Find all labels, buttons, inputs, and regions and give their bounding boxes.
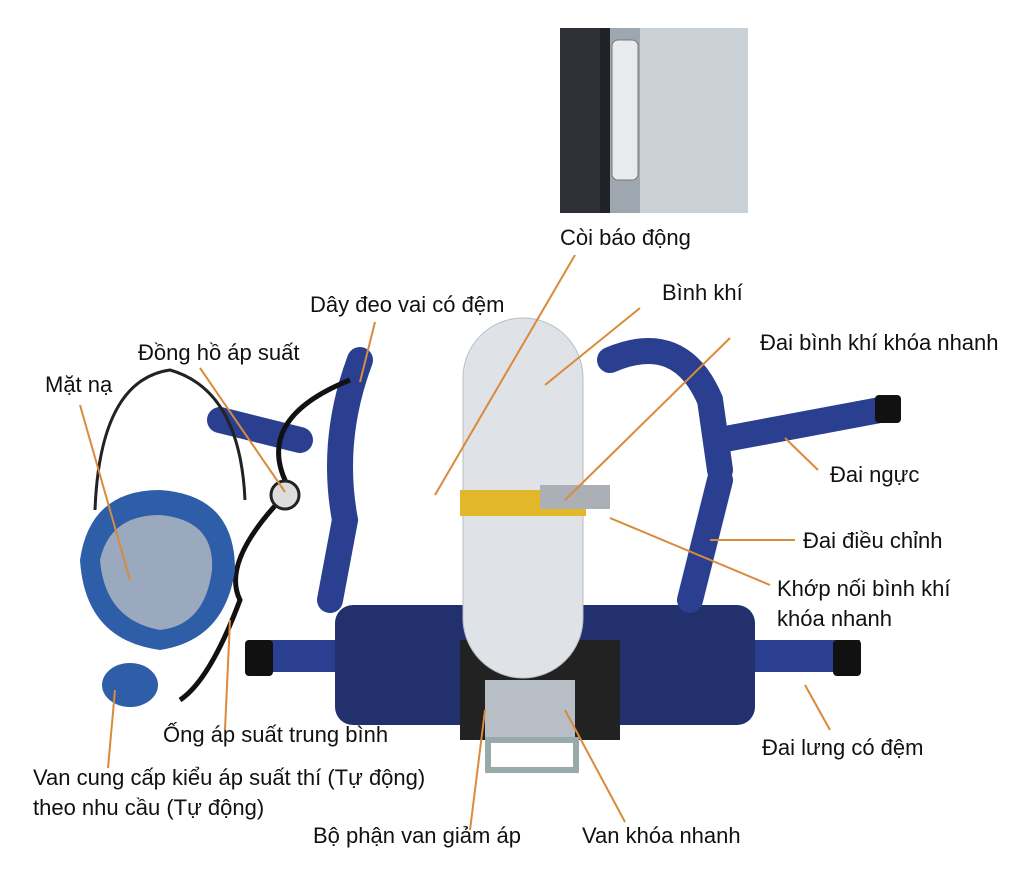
label-adjust-strap: Đai điều chỉnh [803, 528, 943, 553]
leader-lines [79, 254, 831, 831]
chest-buckle [875, 395, 901, 423]
alarm-inset-photo [560, 28, 748, 213]
label-cylinder-band: Đai bình khí khóa nhanh [760, 330, 999, 355]
shoulder-straps [207, 338, 893, 613]
label-medium-hose: Ống áp suất trung bình [163, 722, 389, 747]
label-chest-strap: Đai ngực [830, 462, 920, 487]
label-demand-valve-line1: Van cung cấp kiểu áp suất thí (Tự động) [33, 765, 426, 790]
label-coupling-line2: khóa nhanh [777, 606, 892, 631]
label-demand-valve: Van cung cấp kiểu áp suất thí (Tự động) … [33, 765, 425, 821]
label-alarm: Còi báo động [560, 225, 691, 250]
label-coupling: Khớp nối bình khí khóa nhanh [777, 576, 950, 632]
label-demand-valve-line2: theo nhu cầu (Tự động) [33, 795, 265, 820]
air-cylinder [460, 317, 610, 773]
label-shoulder-strap: Dây đeo vai có đệm [310, 292, 505, 317]
label-coupling-line1: Khớp nối bình khí [777, 576, 951, 601]
label-pressure-gauge: Đồng hồ áp suất [138, 340, 300, 365]
label-quick-valve: Van khóa nhanh [582, 823, 741, 848]
label-cylinder: Bình khí [662, 280, 743, 305]
pressure-gauge-icon [269, 479, 301, 511]
pressure-hose [178, 377, 351, 703]
label-mask: Mặt nạ [45, 372, 113, 397]
face-mask [80, 368, 247, 707]
label-waist-belt: Đai lưng có đệm [762, 735, 924, 760]
label-reducer: Bộ phận van giảm áp [313, 823, 521, 848]
